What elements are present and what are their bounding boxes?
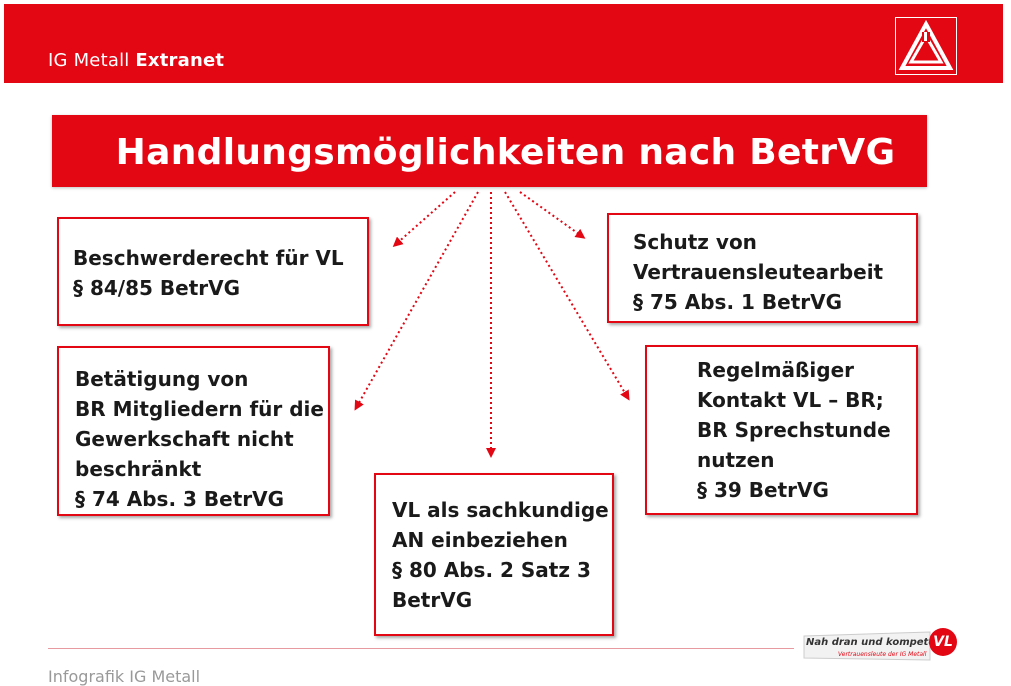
brand-bold: Extranet bbox=[135, 50, 225, 71]
box-line: beschränkt bbox=[75, 457, 202, 481]
header-bar bbox=[4, 4, 1003, 83]
box-line: § 84/85 BetrVG bbox=[73, 276, 241, 300]
box-schutz: Schutz von Vertrauensleutearbeit § 75 Ab… bbox=[607, 213, 918, 323]
box-kontakt: Regelmäßiger Kontakt VL – BR; BR Sprechs… bbox=[645, 345, 918, 515]
arrow-to-beschwerderecht bbox=[392, 191, 456, 247]
box-line: BR Sprechstunde bbox=[697, 418, 891, 442]
arrow-to-schutz bbox=[519, 191, 586, 239]
box-line: AN einbeziehen bbox=[392, 528, 568, 552]
box-line: BR Mitgliedern für die bbox=[75, 397, 324, 421]
box-line: BetrVG bbox=[392, 588, 473, 612]
box-line: § 80 Abs. 2 Satz 3 bbox=[392, 558, 591, 582]
box-line: Regelmäßiger bbox=[697, 358, 855, 382]
box-line: § 39 BetrVG bbox=[697, 478, 829, 502]
box-line: Kontakt VL – BR; bbox=[697, 388, 884, 412]
box-line: Gewerkschaft nicht bbox=[75, 427, 294, 451]
arrow-to-betaetigung bbox=[354, 191, 479, 411]
badge-tagline: Nah dran und kompetent bbox=[806, 637, 948, 648]
ig-metall-logo-icon bbox=[895, 17, 957, 75]
box-betaetigung: Betätigung von BR Mitgliedern für die Ge… bbox=[57, 346, 330, 516]
box-beschwerderecht: Beschwerderecht für VL § 84/85 BetrVG bbox=[57, 217, 369, 326]
box-line: Beschwerderecht für VL bbox=[73, 246, 344, 270]
box-sachkundige: VL als sachkundige AN einbeziehen § 80 A… bbox=[374, 473, 614, 636]
brand-label: IG Metall Extranet bbox=[48, 50, 224, 71]
badge-subline: Vertrauensleute der IG Metall bbox=[838, 651, 927, 658]
box-line: Betätigung von bbox=[75, 367, 249, 391]
box-line: Vertrauensleutearbeit bbox=[633, 260, 884, 284]
box-line: § 75 Abs. 1 BetrVG bbox=[633, 290, 843, 314]
title-bar bbox=[52, 115, 927, 187]
box-line: Schutz von bbox=[633, 230, 757, 254]
box-line: nutzen bbox=[697, 448, 775, 472]
diagram-title: Handlungsmöglichkeiten nach BetrVG bbox=[115, 132, 896, 173]
badge-vl-mark: VL bbox=[929, 628, 957, 656]
box-line: VL als sachkundige bbox=[392, 498, 609, 522]
brand-regular: IG Metall bbox=[48, 50, 130, 71]
box-line: § 74 Abs. 3 BetrVG bbox=[75, 487, 285, 511]
footer-divider bbox=[48, 648, 794, 649]
